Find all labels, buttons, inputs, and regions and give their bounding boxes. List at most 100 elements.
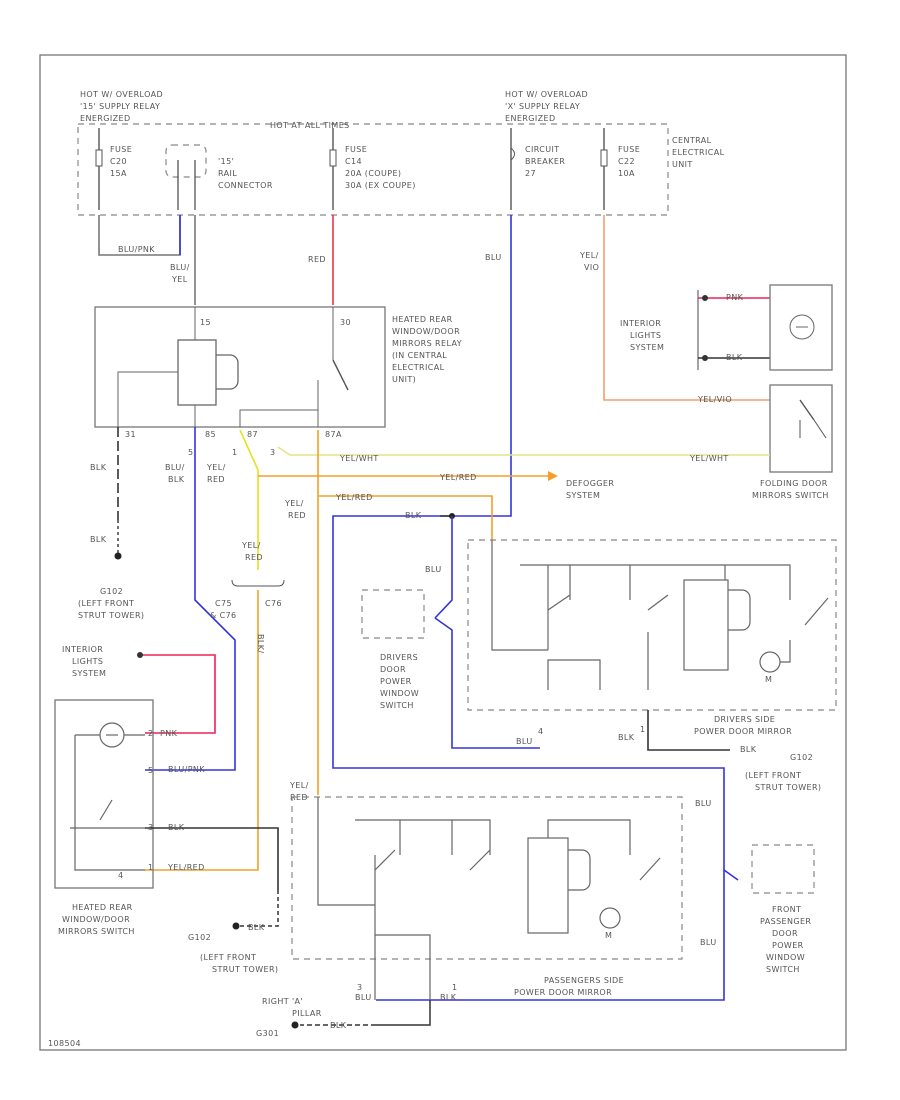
svg-text:UNIT: UNIT [672,160,693,169]
svg-text:STRUT TOWER): STRUT TOWER) [78,611,144,620]
svg-text:INTERIOR: INTERIOR [62,645,103,654]
diagram-id: 108504 [48,1039,81,1048]
label-blk-driver: BLK [618,733,635,742]
svg-text:3: 3 [270,448,276,457]
svg-text:10A: 10A [618,169,635,178]
label-blu-cb: BLU [485,253,502,262]
pin-4-driver: 4 [538,727,544,736]
label-blu-pnk: BLU/PNK [118,245,155,254]
svg-text:WINDOW/DOOR: WINDOW/DOOR [392,327,460,336]
label-blu-blk: BLU/ [165,463,185,472]
svg-text:(LEFT FRONT: (LEFT FRONT [200,953,256,962]
wire-blu-driver [434,516,540,749]
label-yel-red-4b: RED [290,793,308,802]
driver-window-switch-label: DRIVERS DOOR POWER WINDOW SWITCH [380,653,419,710]
heated-switch-label: HEATED REAR WINDOW/DOOR MIRRORS SWITCH [58,903,135,936]
svg-text:C20: C20 [110,157,127,166]
central-unit-label: CENTRAL ELECTRICAL UNIT [672,136,724,169]
pin-1-pass: 1 [452,983,458,992]
passenger-motor-m: M [605,931,612,940]
wire-yel-vio [603,215,770,401]
svg-text:SWITCH: SWITCH [380,701,414,710]
svg-text:87A: 87A [325,430,342,439]
label-blu-pnk-left: BLU/PNK [168,765,205,774]
passenger-side-mirror [291,796,683,960]
wire-blk-driver-g102 [647,710,730,751]
svg-text:'15': '15' [218,157,234,166]
g102-label-right: G102 (LEFT FRONT STRUT TOWER) [745,753,821,792]
svg-text:FUSE: FUSE [345,145,367,154]
svg-text:30A (EX COUPE): 30A (EX COUPE) [345,181,416,190]
svg-text:MIRRORS SWITCH: MIRRORS SWITCH [752,491,829,500]
svg-text:20A (COUPE): 20A (COUPE) [345,169,401,178]
svg-text:LIGHTS: LIGHTS [72,657,103,666]
g102-label-bottom: G102 (LEFT FRONT STRUT TOWER) [188,933,278,974]
label-yel-red-2: YEL/ [241,541,261,550]
front-passenger-window-switch [751,844,815,894]
svg-text:5: 5 [188,448,194,457]
svg-text:C14: C14 [345,157,362,166]
svg-text:STRUT TOWER): STRUT TOWER) [212,965,278,974]
svg-text:STRUT TOWER): STRUT TOWER) [755,783,821,792]
diagram-frame [39,54,847,1051]
driver-window-switch [361,589,425,639]
label-yel-red-d: YEL/RED [335,493,373,502]
label-yel-red-h: YEL/RED [439,473,477,482]
wire-yel-wht [277,446,770,456]
svg-text:PASSENGER: PASSENGER [760,917,811,926]
svg-text:DRIVERS: DRIVERS [380,653,418,662]
fuse-c20: FUSE C20 15A [95,128,132,210]
svg-text:DEFOGGER: DEFOGGER [566,479,614,488]
wire-blu-blk [145,427,236,771]
svg-text:C22: C22 [618,157,635,166]
svg-text:SYSTEM: SYSTEM [566,491,600,500]
svg-text:ELECTRICAL: ELECTRICAL [392,363,445,372]
label-blu-blk-2: BLK [168,475,185,484]
label-blk-bottom: BLK [248,923,265,932]
svg-text:SYSTEM: SYSTEM [630,343,664,352]
hot-overload-15-label: HOT W/ OVERLOAD '15' SUPPLY RELAY ENERGI… [80,90,163,123]
svg-text:G102: G102 [100,587,123,596]
svg-text:LIGHTS: LIGHTS [630,331,661,340]
svg-text:MIRRORS SWITCH: MIRRORS SWITCH [58,927,135,936]
svg-text:FRONT: FRONT [772,905,801,914]
g102-label-upper: G102 (LEFT FRONT STRUT TOWER) [78,587,144,620]
svg-text:CIRCUIT: CIRCUIT [525,145,560,154]
wire-blk-yel-orange [145,590,259,871]
svg-text:POWER DOOR MIRROR: POWER DOOR MIRROR [514,988,612,997]
svg-text:15A: 15A [110,169,127,178]
driver-mirror-label: DRIVERS SIDE POWER DOOR MIRROR [694,715,792,736]
svg-text:5: 5 [148,766,154,775]
label-blu-driver-2: BLU [516,737,533,746]
svg-text:UNIT): UNIT) [392,375,416,384]
svg-text:FUSE: FUSE [618,145,640,154]
hot-all-times-label: HOT AT ALL TIMES [270,121,350,130]
label-blk-pass: BLK [440,993,457,1002]
svg-text:CONNECTOR: CONNECTOR [218,181,273,190]
svg-text:INTERIOR: INTERIOR [620,319,661,328]
svg-text:31: 31 [125,430,136,439]
interior-lights-left: INTERIOR LIGHTS SYSTEM [62,645,106,678]
svg-text:G102: G102 [188,933,211,942]
label-blu-right: BLU [695,799,712,808]
label-blk-driver-2: BLK [740,745,757,754]
svg-text:FUSE: FUSE [110,145,132,154]
passenger-mirror-label: PASSENGERS SIDE POWER DOOR MIRROR [514,976,624,997]
label-blu-yel: BLU/ [170,263,190,272]
svg-text:PILLAR: PILLAR [292,1009,322,1018]
connector-c75-c76 [231,579,285,587]
ground-g301 [291,1021,299,1029]
svg-text:RAIL: RAIL [218,169,237,178]
label-yel-wht-l: YEL/WHT [339,454,379,463]
fuse-c14: FUSE C14 20A (COUPE) 30A (EX COUPE) [329,128,416,210]
ground-g102-bottom [232,922,240,930]
svg-text:DOOR: DOOR [772,929,798,938]
label-yel-vio-2: VIO [584,263,599,272]
svg-text:FOLDING DOOR: FOLDING DOOR [760,479,828,488]
svg-text:G102: G102 [790,753,813,762]
svg-text:WINDOW/DOOR: WINDOW/DOOR [62,915,130,924]
driver-side-mirror [467,539,837,711]
wire-pnk-left [140,654,216,734]
